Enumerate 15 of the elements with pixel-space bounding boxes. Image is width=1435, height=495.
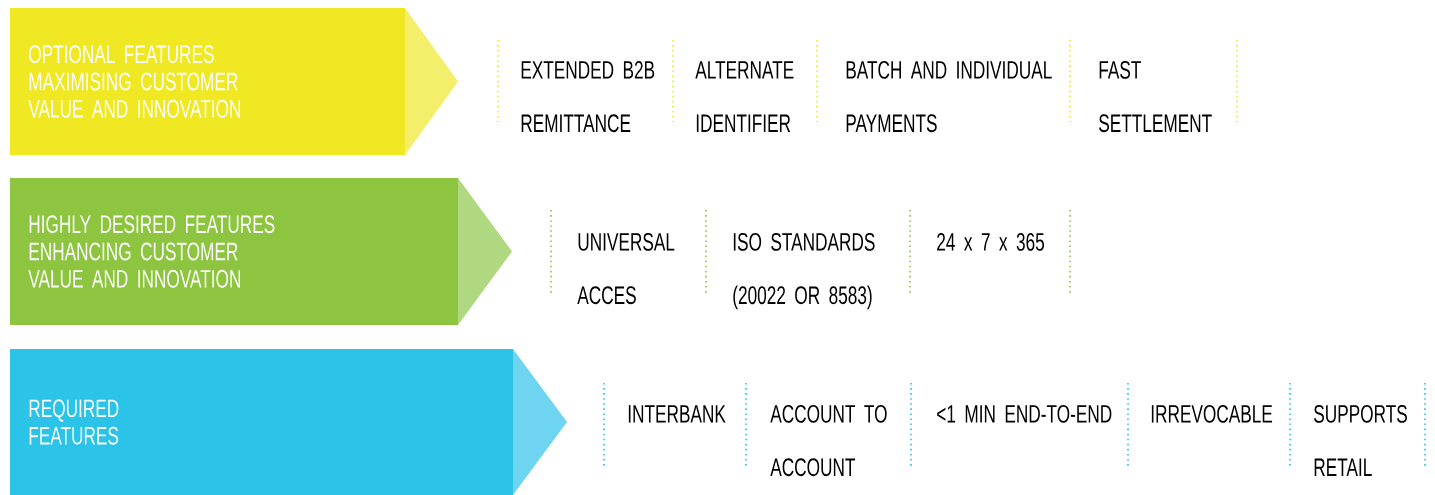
arrow-band: OPTIONAL FEATURES MAXIMISING CUSTOMER VALUE AND INNOVATION (10, 8, 458, 155)
feature-label: 24 x 7 x 365 (937, 232, 1044, 251)
feature-label: IRREVOCABLE (1151, 404, 1273, 423)
feature-label: ACCOUNT TO ACCOUNT (770, 404, 887, 477)
feature-label: ALTERNATE IDENTIFIER (695, 61, 794, 132)
arrow-band: REQUIRED FEATURES (10, 349, 567, 495)
feature-label: ISO STANDARDS (20022 OR 8583) (733, 232, 875, 310)
feature-label: INTERBANK (628, 405, 726, 423)
feature-label: EXTENDED B2B REMITTANCE (521, 60, 655, 133)
arrow-band: HIGHLY DESIRED FEATURES ENHANCING CUSTOMER VALUE AND INNOVATION (10, 178, 512, 325)
feature-label: BATCH AND INDIVIDUAL PAYMENTS (846, 60, 1052, 133)
feature-label: UNIVERSAL ACCES (577, 232, 675, 305)
feature-label: <1 MIN END-TO-END (937, 404, 1112, 423)
feature-label: SUPPORTS RETAIL (1314, 404, 1407, 476)
feature-label: FAST SETTLEMENT (1099, 60, 1212, 133)
